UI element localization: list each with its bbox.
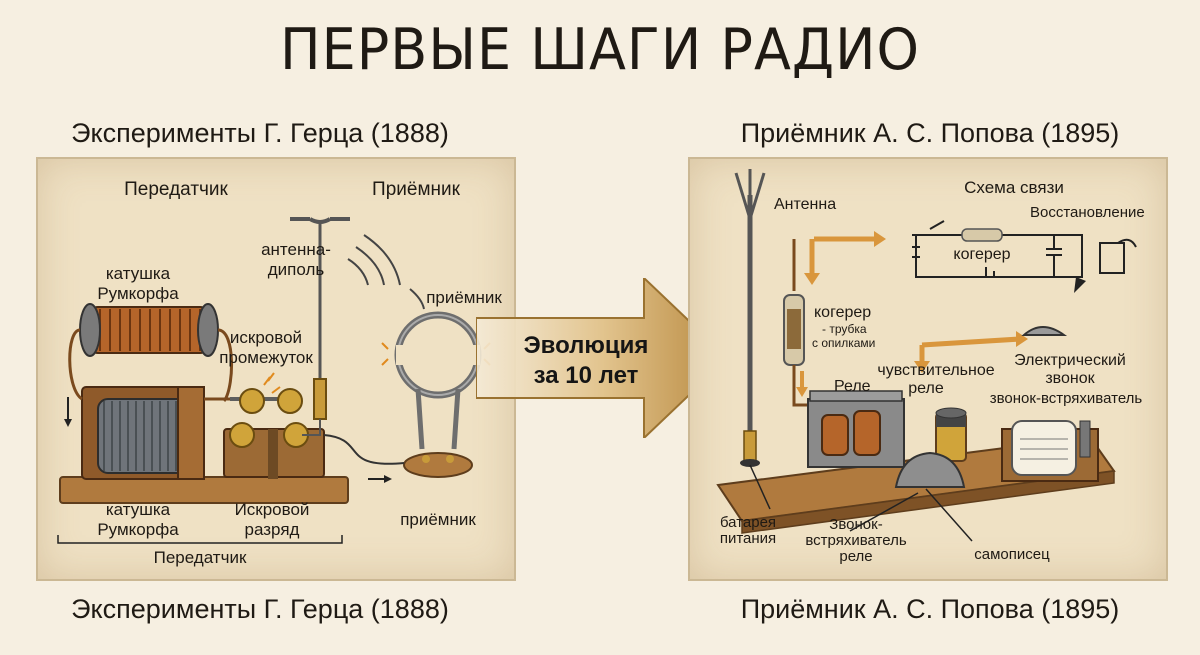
label-spark-discharge-line2: разряд [245,520,300,539]
spark-ball-right-top [277,388,303,414]
label-coil-bottom-line1: катушка [106,500,171,519]
label-sensitive-relay-line1: чувствительное [877,362,994,379]
popov-illustration: Антенна Схема связи Восстановление когер… [716,169,1145,565]
label-transmitter-bottom: Передатчик [154,548,247,567]
evolution-arrow [476,278,728,438]
evolution-line1: Эволюция [523,332,649,359]
label-transmitter-top: Передатчик [124,179,228,200]
label-battery-line2: питания [720,530,776,547]
circuit-schematic [912,220,1125,278]
label-antenna: Антенна [774,196,836,213]
label-spark-gap-line1: искровой [230,328,302,347]
label-coil-bottom-line2: Румкорфа [97,520,179,539]
label-bell-relay-line1: Звонок- [829,516,882,533]
base-bell [894,451,966,488]
electric-bell [1021,326,1068,336]
label-restore: Восстановление [1030,204,1145,221]
popov-panel: Антенна Схема связи Восстановление когер… [688,157,1168,581]
hertz-panel: Передатчик Приёмник антенна- диполь приё… [36,157,516,581]
label-battery-line1: батарея [720,514,776,531]
left-heading-top: Эксперименты Г. Герца (1888) [71,118,449,148]
spark-ball-left-top [239,388,265,414]
schematic-coherer [961,228,1003,242]
label-sensitive-relay-line2: реле [908,380,944,397]
label-antenna-line2: диполь [268,260,325,279]
label-coherer-line3: с опилками [812,336,875,350]
evolution-label: Эволюция за 10 лет [486,331,686,391]
label-coil-top-line2: Румкорфа [97,284,179,303]
label-spark-gap-line2: промежуток [219,348,313,367]
label-coherer-line2: - трубка [822,322,867,336]
label-bell-shaker: звонок-встряхиватель [990,390,1143,407]
right-heading-bottom: Приёмник А. С. Попова (1895) [740,594,1120,624]
label-receiver-bottom: приёмник [400,510,476,529]
label-scheme: Схема связи [964,178,1064,197]
page-title: ПЕРВЫЕ ШАГИ РАДИО [279,16,921,83]
label-coil-top-line1: катушка [106,264,171,283]
evolution-line2: за 10 лет [533,362,639,389]
label-relay: Реле [834,378,871,395]
transmitter-bracket [57,535,343,544]
left-heading-bottom: Эксперименты Г. Герца (1888) [71,594,449,624]
label-electric-bell-line1: Электрический [1014,352,1126,369]
label-bell-relay-line2: встряхиватель [805,532,906,549]
recorder-drum [1011,420,1077,476]
label-bell-relay-line3: реле [839,548,872,565]
right-heading-top: Приёмник А. С. Попова (1895) [740,118,1120,148]
label-coherer-scheme: когерер [953,246,1010,263]
hertz-illustration: Передатчик Приёмник антенна- диполь приё… [57,179,502,567]
label-coherer-line1: когерер [814,304,871,321]
label-spark-discharge-line1: Искровой [235,500,310,519]
label-receiver-ring: приёмник [426,288,502,307]
label-electric-bell-line2: звонок [1045,370,1095,387]
receiver-base [403,452,473,478]
label-recorder: самописец [974,546,1050,563]
label-antenna-line1: антенна- [261,240,331,259]
label-receiver-top: Приёмник [372,179,461,200]
